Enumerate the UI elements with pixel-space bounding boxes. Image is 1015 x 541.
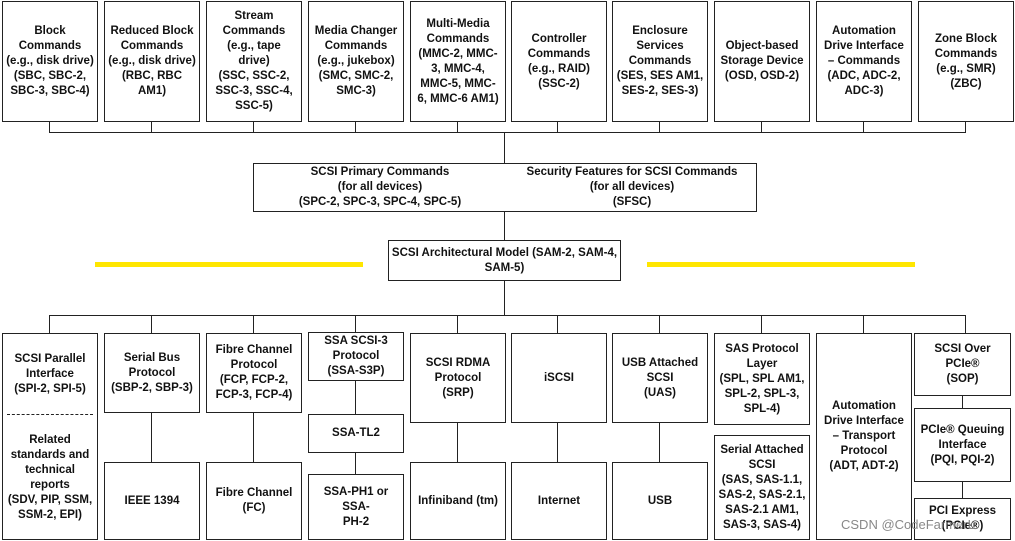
automation-drive-commands-box: Automation Drive Interface – Commands (A…	[816, 1, 912, 122]
parallel-interface-label: SCSI Parallel Interface (SPI-2, SPI-5)	[14, 352, 86, 395]
architectural-model-box: SCSI Architectural Model (SAM-2, SAM-4, …	[388, 240, 621, 281]
connector-top-0	[49, 121, 50, 132]
primary-commands-label: SCSI Primary Commands (for all devices) …	[298, 166, 462, 208]
top-bus-line	[49, 132, 966, 133]
connector-top-9	[965, 121, 966, 132]
highlight-bar-right	[647, 262, 915, 267]
connector-bot-2	[253, 315, 254, 333]
highlight-bar-left	[95, 262, 363, 267]
pci-express-box: PCI Express (PCIe®)	[914, 498, 1011, 540]
scsi-rdma-protocol-box: SCSI RDMA Protocol (SRP)	[410, 333, 506, 423]
serial-attached-scsi-box: Serial Attached SCSI (SAS, SAS-1.1, SAS-…	[714, 435, 810, 540]
security-features-label: Security Features for SCSI Commands (for…	[526, 166, 738, 208]
media-changer-commands-box: Media Changer Commands (e.g., jukebox) (…	[308, 1, 404, 122]
bottom-bus-line	[49, 315, 966, 316]
connector-bot-9	[965, 315, 966, 333]
controller-commands-box: Controller Commands (e.g., RAID) (SSC-2)	[511, 1, 607, 122]
internet-box: Internet	[511, 462, 607, 540]
connector-bot-6	[659, 315, 660, 333]
link-sbp-ieee	[151, 412, 152, 462]
multi-media-commands-box: Multi-Media Commands (MMC-2, MMC- 3, MMC…	[410, 1, 506, 122]
trunk-lower	[504, 280, 505, 315]
link-sop-pqi	[962, 395, 963, 408]
link-pqi-pcie	[962, 481, 963, 498]
link-s3p-tl2	[355, 380, 356, 414]
connector-top-7	[761, 121, 762, 132]
connector-bot-0	[49, 315, 50, 333]
connector-top-5	[557, 121, 558, 132]
link-tl2-ph	[355, 452, 356, 474]
connector-bot-7	[761, 315, 762, 333]
zone-block-commands-box: Zone Block Commands (e.g., SMR) (ZBC)	[918, 1, 1014, 122]
link-srp-ib	[457, 422, 458, 462]
connector-bot-3	[355, 315, 356, 332]
ssa-ph-box: SSA-PH1 or SSA- PH-2	[308, 474, 404, 540]
usb-box: USB	[612, 462, 708, 540]
related-standards-label: Related standards and technical reports …	[7, 433, 93, 521]
serial-bus-protocol-box: Serial Bus Protocol (SBP-2, SBP-3)	[104, 333, 200, 413]
trunk-upper	[504, 132, 505, 163]
sas-protocol-layer-box: SAS Protocol Layer (SPL, SPL AM1, SPL-2,…	[714, 333, 810, 425]
link-iscsi-internet	[557, 422, 558, 462]
fibre-channel-box: Fibre Channel (FC)	[206, 462, 302, 540]
watermark: CSDN @CodeFarmerL	[841, 517, 975, 532]
primary-security-box: SCSI Primary Commands (for all devices) …	[253, 163, 757, 212]
connector-top-3	[355, 121, 356, 132]
parallel-interface-box: SCSI Parallel Interface (SPI-2, SPI-5) R…	[2, 333, 98, 540]
enclosure-services-commands-box: Enclosure Services Commands (SES, SES AM…	[612, 1, 708, 122]
link-uas-usb	[659, 422, 660, 462]
ssa-scsi3-protocol-box: SSA SCSI-3 Protocol (SSA-S3P)	[308, 332, 404, 381]
fibre-channel-protocol-box: Fibre Channel Protocol (FCP, FCP-2, FCP-…	[206, 333, 302, 413]
connector-bot-4	[457, 315, 458, 333]
reduced-block-commands-box: Reduced Block Commands (e.g., disk drive…	[104, 1, 200, 122]
usb-attached-scsi-box: USB Attached SCSI (UAS)	[612, 333, 708, 423]
connector-top-1	[151, 121, 152, 132]
trunk-middle	[504, 211, 505, 240]
connector-bot-8	[863, 315, 864, 333]
connector-top-4	[457, 121, 458, 132]
infiniband-box: Infiniband (tm)	[410, 462, 506, 540]
ieee-1394-box: IEEE 1394	[104, 462, 200, 540]
connector-top-6	[659, 121, 660, 132]
automation-drive-transport-box: Automation Drive Interface – Transport P…	[816, 333, 912, 540]
block-commands-box: Block Commands (e.g., disk drive) (SBC, …	[2, 1, 98, 122]
stream-commands-box: Stream Commands (e.g., tape drive) (SSC,…	[206, 1, 302, 122]
connector-top-8	[863, 121, 864, 132]
connector-bot-1	[151, 315, 152, 333]
scsi-over-pcie-box: SCSI Over PCIe® (SOP)	[914, 333, 1011, 396]
ssa-tl2-box: SSA-TL2	[308, 414, 404, 453]
connector-top-2	[253, 121, 254, 132]
pcie-queuing-interface-box: PCIe® Queuing Interface (PQI, PQI-2)	[914, 408, 1011, 482]
iscsi-box: iSCSI	[511, 333, 607, 423]
object-storage-device-box: Object-based Storage Device (OSD, OSD-2)	[714, 1, 810, 122]
section-divider	[7, 414, 93, 415]
link-fcp-fc	[253, 412, 254, 462]
connector-bot-5	[557, 315, 558, 333]
